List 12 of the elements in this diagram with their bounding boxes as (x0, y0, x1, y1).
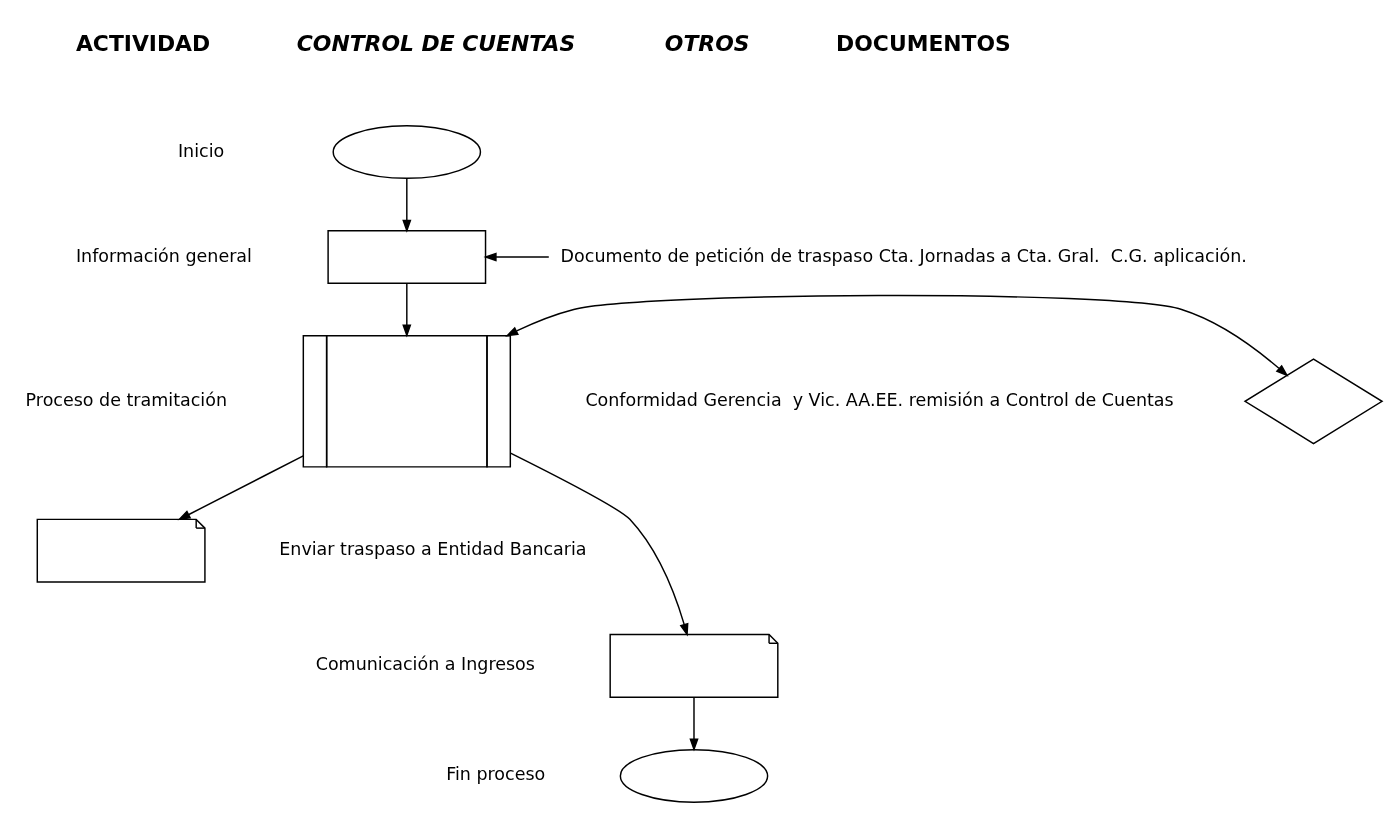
label: DOCUMENTOS (836, 30, 1011, 56)
label: Inicio (177, 140, 225, 161)
label: Proceso de tramitación (25, 389, 227, 410)
label: CONTROL DE CUENTAS (296, 30, 576, 56)
node-text: Documento de petición de traspaso Cta. Jornadas a Cta. Gral. C.G. aplicación. (560, 245, 1247, 266)
label: Comunicación a Ingresos (315, 654, 535, 675)
label: ACTIVIDAD (75, 30, 211, 56)
label: Conformidad Gerencia y Vic. AA.EE. remisión a Control de Cuentas (585, 389, 1174, 410)
label: Información general (75, 245, 252, 266)
label: OTROS (664, 30, 750, 56)
label: Fin proceso (446, 764, 546, 785)
label: Enviar traspaso a Entidad Bancaria (279, 539, 587, 560)
